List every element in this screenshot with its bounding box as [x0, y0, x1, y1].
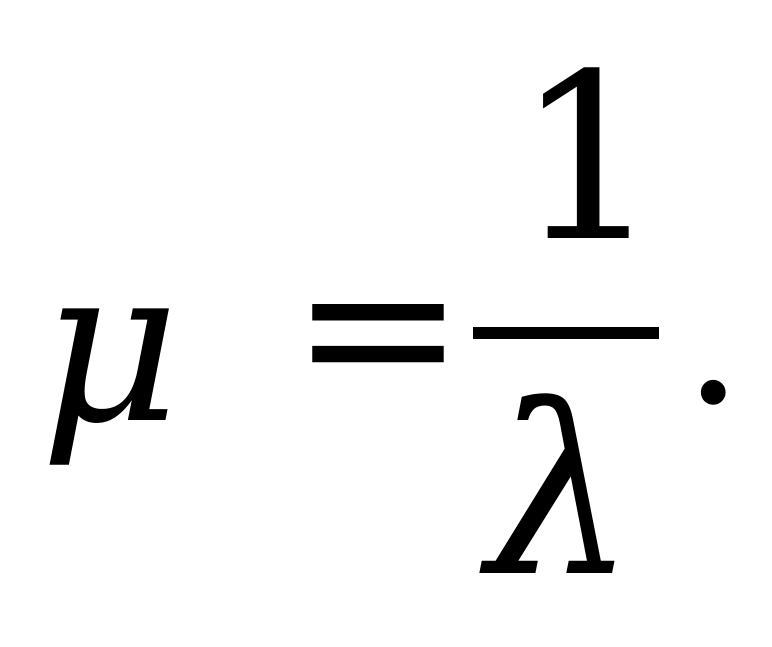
equals-sign: = — [290, 204, 466, 449]
period: . — [683, 226, 744, 447]
mu-symbol: μ — [40, 220, 180, 471]
fraction-denominator-lambda: λ — [487, 356, 636, 629]
fraction-bar — [473, 327, 659, 339]
fraction-numerator: 1 — [515, 26, 662, 293]
